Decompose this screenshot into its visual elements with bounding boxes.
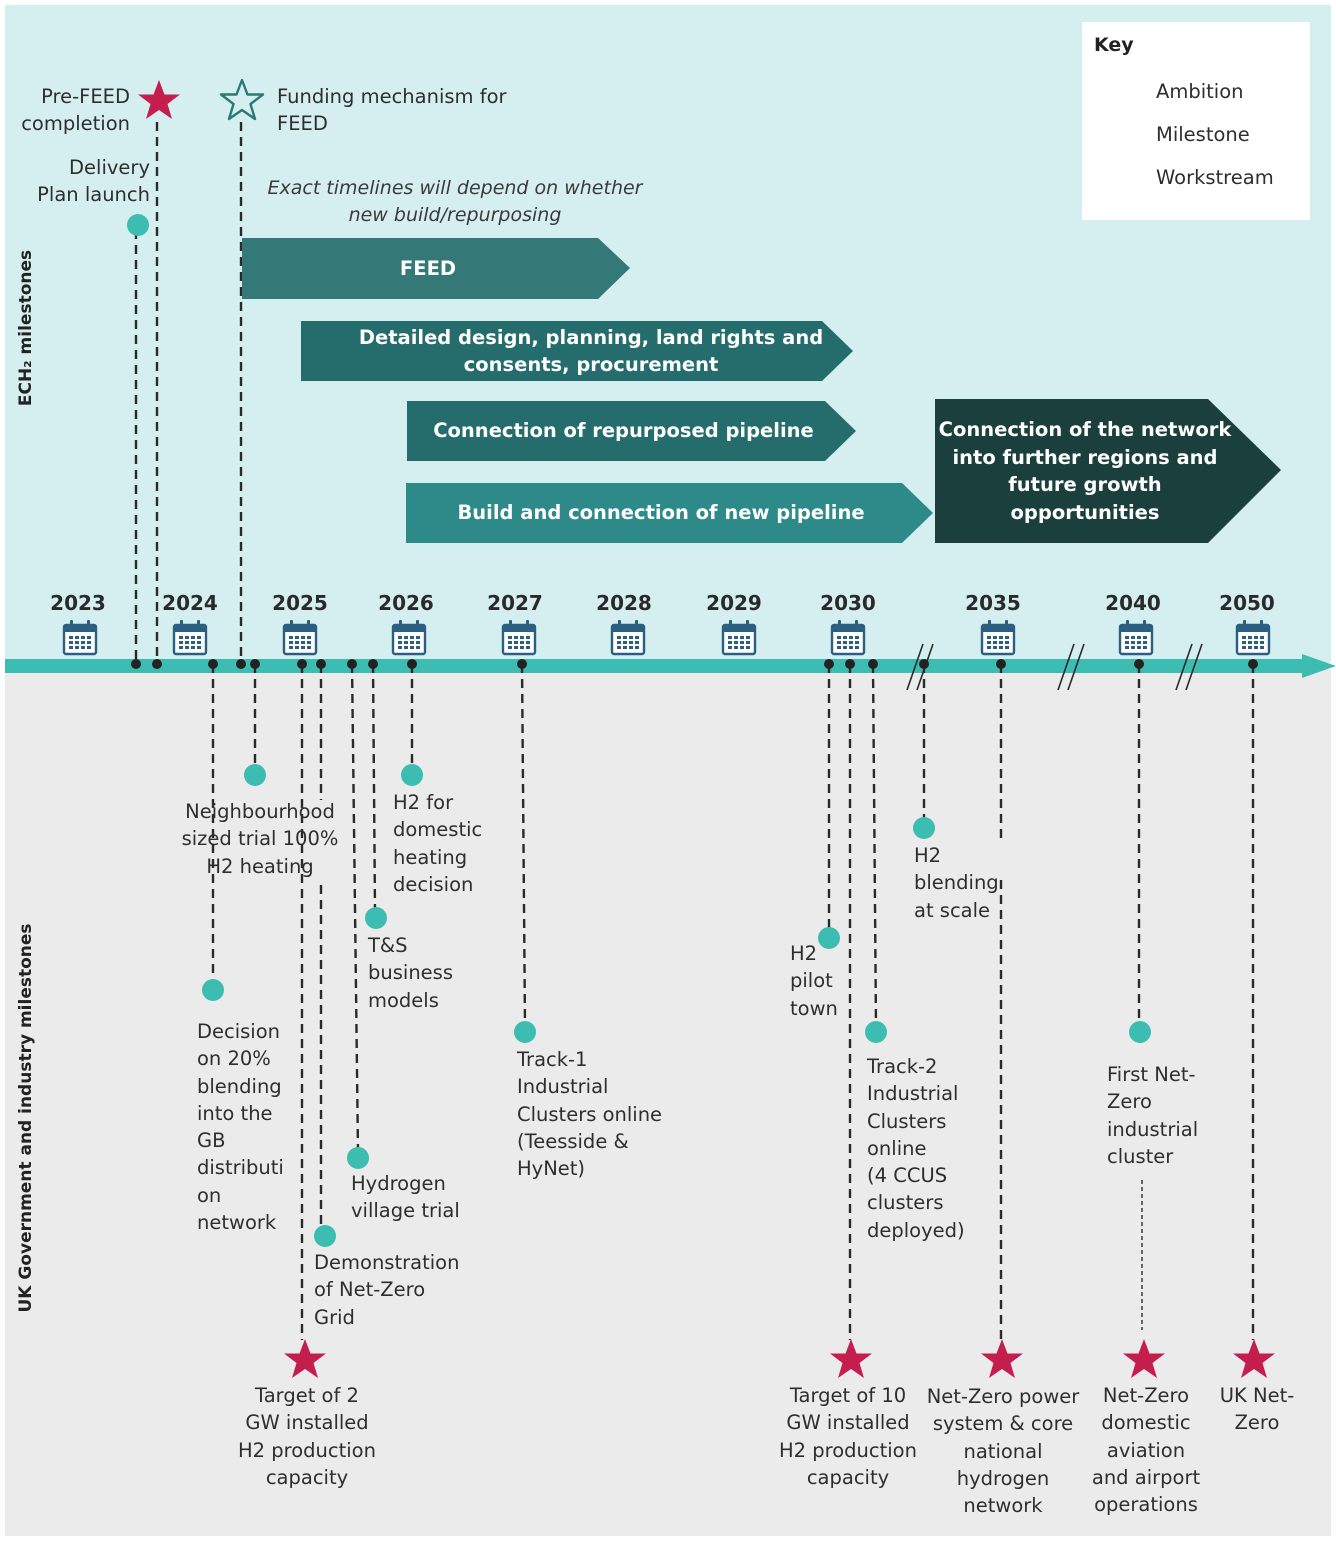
milestone-marker-neighbourhood-trial xyxy=(244,764,266,786)
legend: Key Ambition Milestone Workstream xyxy=(1082,22,1310,220)
workstream-detailed-design-label: Detailed design, planning, land rights a… xyxy=(358,325,824,377)
axis-break-marks xyxy=(906,643,1203,691)
timeline-arrowhead xyxy=(1302,654,1336,678)
calendar-icon xyxy=(1235,618,1271,656)
ech2-milestones-label: ECH₂ milestones xyxy=(16,249,36,407)
milestone-marker-track2 xyxy=(865,1021,887,1043)
axis-dots xyxy=(131,659,1258,669)
milestone-marker-blending-decision xyxy=(202,979,224,1001)
track1-label: Track-1 Industrial Clusters online (Tees… xyxy=(517,1048,663,1181)
workstream-repurposed-label: Connection of repurposed pipeline xyxy=(433,419,814,443)
target-2gw-label: Target of 2 GW installed H2 production c… xyxy=(238,1384,376,1489)
track2-label: Track-2 Industrial Clusters online (4 CC… xyxy=(867,1055,965,1242)
workstream-further-regions xyxy=(935,399,1281,543)
ambition-star-power-system xyxy=(981,1339,1023,1378)
milestone-marker-village-trial xyxy=(347,1147,369,1169)
government-industry-band xyxy=(5,670,1331,1536)
year-label: 2040 xyxy=(1105,591,1161,615)
calendar-icon xyxy=(62,618,98,656)
ambition-star-pre-feed xyxy=(138,80,180,119)
workstream-repurposed-pipeline xyxy=(407,401,856,461)
calendar-icon xyxy=(830,618,866,656)
milestone-marker-domestic-heating xyxy=(401,764,423,786)
connector-lines xyxy=(134,122,1255,1340)
year-label: 2050 xyxy=(1219,591,1275,615)
aviation-label: Net-Zero domestic aviation and airport o… xyxy=(1091,1384,1201,1517)
legend-workstream-label: Workstream xyxy=(1156,166,1274,189)
workstream-detailed-design xyxy=(301,321,853,381)
funding-mechanism-label: Funding mechanism for FEED xyxy=(277,85,507,136)
year-label: 2029 xyxy=(706,591,762,615)
timeline-axis xyxy=(5,659,1305,673)
ambition-star-aviation xyxy=(1123,1339,1165,1378)
legend-milestone-label: Milestone xyxy=(1156,123,1250,146)
outline-star-funding-mechanism xyxy=(219,78,265,121)
year-label: 2028 xyxy=(596,591,652,615)
legend-ambition-label: Ambition xyxy=(1156,80,1244,103)
calendar-icon xyxy=(501,618,537,656)
neighbourhood-trial-label: Neighbourhood sized trial 100% H2 heatin… xyxy=(181,800,339,878)
year-label: 2035 xyxy=(965,591,1021,615)
timeline-note: Exact timelines will depend on whether n… xyxy=(267,177,643,226)
year-label: 2025 xyxy=(272,591,328,615)
year-label: 2027 xyxy=(487,591,543,615)
year-label: 2030 xyxy=(820,591,876,615)
blending-decision-label: Decision on 20% blending into the GB dis… xyxy=(197,1020,284,1235)
calendar-icon xyxy=(1118,618,1154,656)
calendar-icon xyxy=(980,618,1016,656)
delivery-plan-label: Delivery Plan launch xyxy=(37,156,150,207)
year-label: 2026 xyxy=(378,591,434,615)
ambition-star-uk-net-zero xyxy=(1233,1339,1275,1378)
workstream-new-pipeline xyxy=(406,483,933,543)
year-label: 2024 xyxy=(162,591,218,615)
milestone-marker-blending-scale xyxy=(913,817,935,839)
year-label: 2023 xyxy=(50,591,106,615)
milestone-marker-first-cluster xyxy=(1129,1021,1151,1043)
blending-scale-label: H2 blending at scale xyxy=(914,844,999,922)
milestone-marker-track1 xyxy=(514,1021,536,1043)
calendar-icon xyxy=(721,618,757,656)
workstream-new-pipeline-label: Build and connection of new pipeline xyxy=(457,501,865,525)
village-trial-label: Hydrogen village trial xyxy=(351,1172,460,1223)
milestone-marker-delivery-plan xyxy=(127,214,149,236)
calendar-icon xyxy=(391,618,427,656)
workstream-further-regions-label: Connection of the network into further r… xyxy=(938,418,1232,524)
target-10gw-label: Target of 10 GW installed H2 production … xyxy=(779,1384,917,1489)
legend-title: Key xyxy=(1094,34,1134,56)
first-cluster-label: First Net- Zero industrial cluster xyxy=(1107,1063,1199,1168)
pilot-town-label: H2 pilot town xyxy=(790,942,838,1020)
ts-models-label: T&S business models xyxy=(368,934,453,1012)
pre-feed-label: Pre-FEED completion xyxy=(21,85,130,136)
ambition-star-2gw xyxy=(284,1339,326,1378)
uk-net-zero-label: UK Net- Zero xyxy=(1219,1384,1295,1435)
power-system-label: Net-Zero power system & core national hy… xyxy=(926,1385,1080,1518)
calendar-icon xyxy=(282,618,318,656)
government-milestones-label: UK Government and industry milestones xyxy=(16,923,36,1313)
milestone-marker-ts-models xyxy=(365,907,387,929)
workstream-feed xyxy=(242,238,630,299)
milestone-marker-pilot-town xyxy=(818,927,840,949)
calendar-icon xyxy=(610,618,646,656)
milestone-marker-net-zero-grid xyxy=(314,1225,336,1247)
domestic-heating-label: H2 for domestic heating decision xyxy=(393,791,483,896)
calendar-icon xyxy=(172,618,208,656)
workstream-feed-label: FEED xyxy=(399,256,457,280)
ambition-star-10gw xyxy=(830,1339,872,1378)
net-zero-grid-label: Demonstration of Net-Zero Grid xyxy=(314,1251,460,1329)
